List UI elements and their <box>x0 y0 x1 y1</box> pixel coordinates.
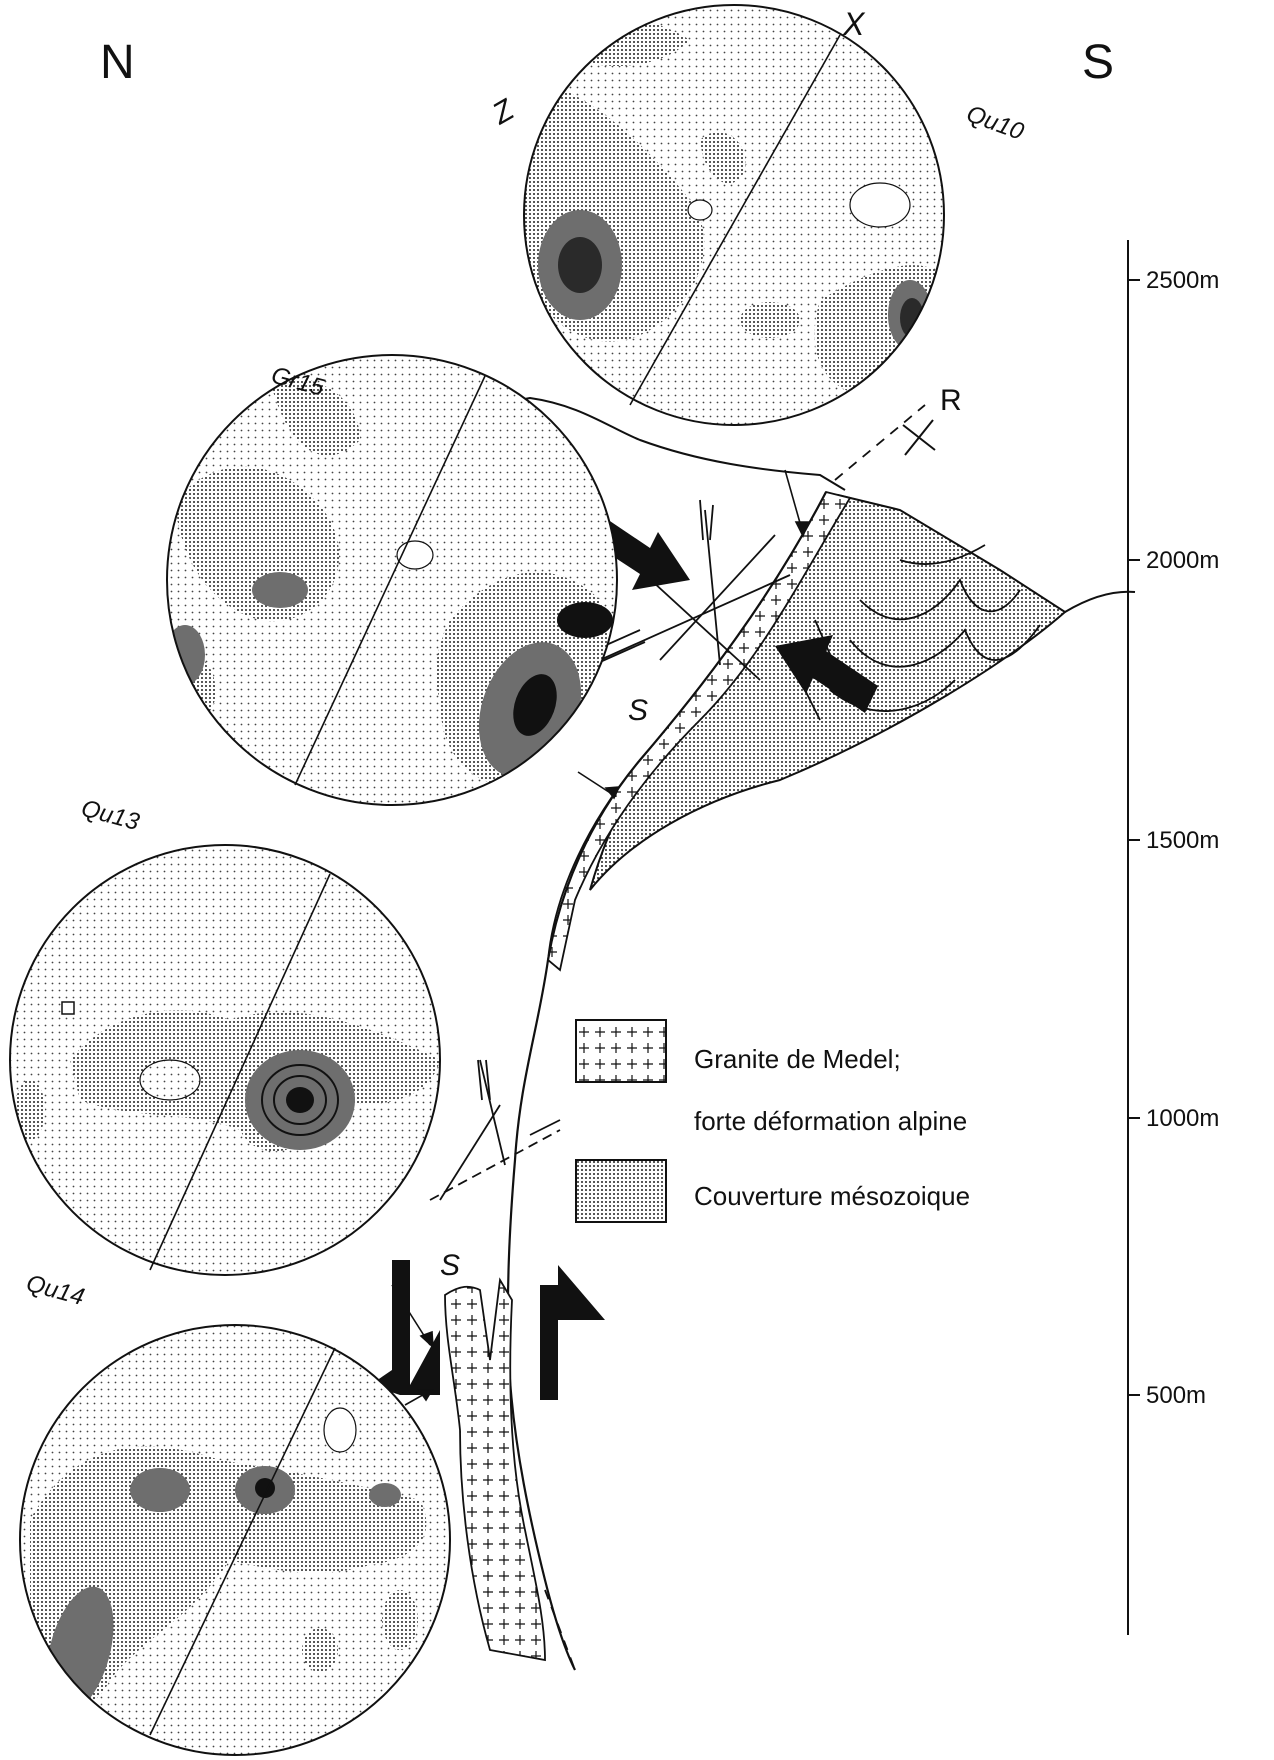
shear-arrow-down <box>370 1260 440 1395</box>
stereonet-qu10: Z X <box>486 5 952 425</box>
legend-label-granite-detail: forte déformation alpine <box>694 1106 967 1136</box>
altitude-tick-label: 500m <box>1146 1382 1206 1409</box>
altitude-tick-label: 2500m <box>1146 267 1219 294</box>
qu14-label: Qu14 <box>23 1270 87 1311</box>
s-label-upper: S <box>628 694 648 727</box>
shear-diagram-lower <box>430 1060 560 1200</box>
stereonet-gr15 <box>150 355 617 849</box>
qu10-axis-x: X <box>842 6 866 42</box>
legend-label-cover: Couverture mésozoique <box>694 1181 970 1211</box>
altitude-tick-label: 1000m <box>1146 1105 1219 1132</box>
stereonet-qu13 <box>10 845 440 1275</box>
qu13-label: Qu13 <box>78 795 142 836</box>
altitude-tick-label: 1500m <box>1146 827 1219 854</box>
shear-arrow-up <box>540 1265 605 1400</box>
altitude-tick-label: 2000m <box>1146 547 1219 574</box>
medel-granite-band-lower <box>445 1280 545 1660</box>
stereonet-qu14 <box>20 1325 450 1755</box>
s-label-lower: S <box>440 1249 460 1282</box>
north-label: N <box>100 36 135 89</box>
r-marker: R <box>903 384 962 455</box>
legend-swatch-granite <box>576 1020 666 1082</box>
legend-swatch-cover <box>576 1160 666 1222</box>
ridge-continuation <box>1065 592 1135 612</box>
fault-extension-dashed-lower <box>545 1590 575 1670</box>
legend-label-granite: Granite de Medel; <box>694 1044 901 1074</box>
r-label: R <box>940 384 962 417</box>
qu10-axis-z: Z <box>486 92 521 131</box>
qu10-label: Qu10 <box>963 100 1028 146</box>
south-label: S <box>1082 36 1114 89</box>
legend: Granite de Medel; forte déformation alpi… <box>576 1020 970 1222</box>
fault-extension-dashed <box>835 405 925 480</box>
altitude-scale: 2500m 2000m 1500m 1000m 500m <box>1128 240 1219 1635</box>
